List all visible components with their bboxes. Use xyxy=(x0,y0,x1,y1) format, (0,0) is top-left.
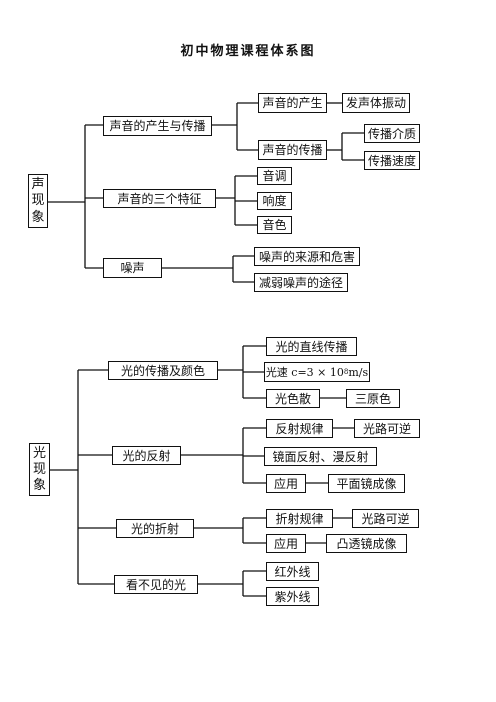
node-rectilinear-propagation: 光的直线传播 xyxy=(266,337,357,356)
node-dispersion: 光色散 xyxy=(266,389,320,408)
node-plane-mirror-imaging: 平面镜成像 xyxy=(328,474,405,493)
node-reflection-reversible-path: 光路可逆 xyxy=(354,419,420,438)
light-speed-exponent: 8 xyxy=(343,367,349,376)
light-speed-text: 光速 c=3 × 10 xyxy=(265,365,344,379)
node-three-characteristics: 声音的三个特征 xyxy=(103,189,216,208)
node-specular-diffuse-reflection: 镜面反射、漫反射 xyxy=(264,447,377,466)
root-char: 现 xyxy=(31,193,45,209)
node-light-reflection: 光的反射 xyxy=(112,446,181,465)
node-light-refraction: 光的折射 xyxy=(116,519,194,538)
node-vibrating-source: 发声体振动 xyxy=(342,93,410,113)
root-char: 声 xyxy=(31,177,45,193)
node-propagation-speed: 传播速度 xyxy=(364,151,420,170)
light-root-node: 光 现 象 xyxy=(29,443,50,496)
node-noise: 噪声 xyxy=(103,258,162,278)
node-reflection-application: 应用 xyxy=(266,474,306,493)
node-reflection-law: 反射规律 xyxy=(266,419,333,438)
node-noise-sources-hazards: 噪声的来源和危害 xyxy=(254,247,360,266)
node-refraction-application: 应用 xyxy=(266,534,306,553)
node-noise-reduction: 减弱噪声的途径 xyxy=(254,273,348,292)
root-char: 现 xyxy=(32,461,46,477)
root-char: 象 xyxy=(32,478,46,494)
root-char: 光 xyxy=(32,445,46,461)
root-char: 象 xyxy=(31,209,45,225)
diagram-title: 初中物理课程体系图 xyxy=(180,44,316,59)
node-light-propagation-color: 光的传播及颜色 xyxy=(108,361,218,380)
node-sound-production: 声音的产生 xyxy=(258,93,327,113)
node-ultraviolet: 紫外线 xyxy=(266,587,319,606)
node-three-primary-colors: 三原色 xyxy=(346,389,400,408)
node-timbre: 音色 xyxy=(257,216,292,234)
node-invisible-light: 看不见的光 xyxy=(114,575,198,594)
sound-root-node: 声 现 象 xyxy=(28,174,48,228)
node-loudness: 响度 xyxy=(257,192,292,210)
node-sound-production-propagation: 声音的产生与传播 xyxy=(103,116,212,136)
node-refraction-law: 折射规律 xyxy=(266,509,333,528)
node-pitch: 音调 xyxy=(257,167,292,185)
node-sound-propagation: 声音的传播 xyxy=(258,140,327,160)
node-refraction-reversible-path: 光路可逆 xyxy=(352,509,419,528)
node-infrared: 红外线 xyxy=(266,562,319,581)
node-convex-lens-imaging: 凸透镜成像 xyxy=(326,534,407,553)
node-propagation-medium: 传播介质 xyxy=(364,124,420,143)
light-speed-unit: m/s xyxy=(348,365,369,379)
